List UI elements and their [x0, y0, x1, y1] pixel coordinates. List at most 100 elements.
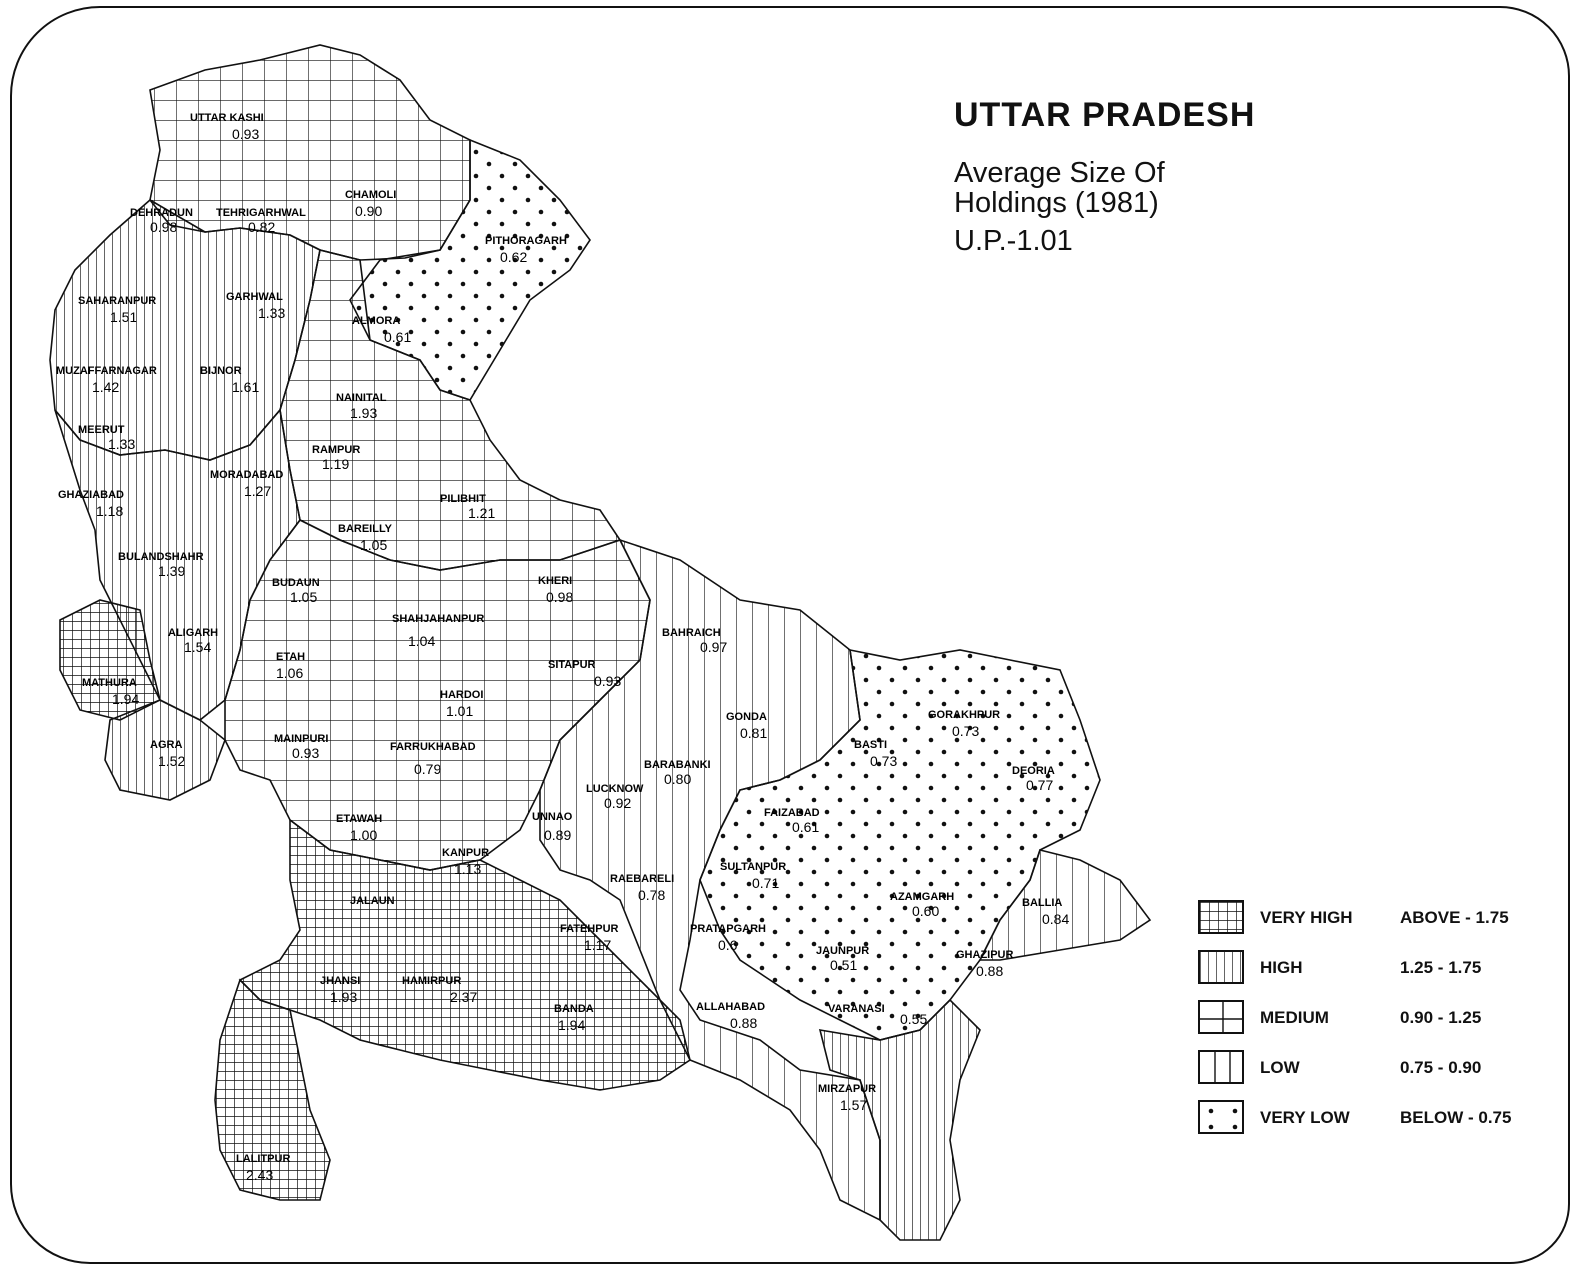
district-label: MAINPURI — [274, 733, 328, 745]
legend-swatch-low — [1198, 1050, 1244, 1084]
district-label: PILIBHIT — [440, 493, 486, 505]
district-label: FATEHPUR — [560, 923, 619, 935]
legend: VERY HIGH ABOVE - 1.75 HIGH 1.25 - 1.75 … — [1198, 900, 1558, 1150]
district-label: HARDOI — [440, 689, 483, 701]
district-label: BANDA — [554, 1003, 594, 1015]
legend-row-high: HIGH 1.25 - 1.75 — [1198, 950, 1558, 1000]
district-value: 0.88 — [976, 963, 1003, 979]
district-label: NAINITAL — [336, 392, 387, 404]
district-label: RAEBARELI — [610, 873, 674, 885]
district-value: 1.39 — [158, 563, 185, 579]
district-label: BAHRAICH — [662, 627, 721, 639]
district-label: VARANASI — [828, 1003, 885, 1015]
district-label: ALMORA — [352, 315, 400, 327]
legend-swatch-very-low — [1198, 1100, 1244, 1134]
legend-row-low: LOW 0.75 - 0.90 — [1198, 1050, 1558, 1100]
district-label: HAMIRPUR — [402, 975, 461, 987]
district-label: AZAMGARH — [890, 891, 954, 903]
district-value: 0.73 — [952, 723, 979, 739]
district-label: LUCKNOW — [586, 783, 644, 795]
legend-range: BELOW - 0.75 — [1400, 1108, 1512, 1127]
district-label: SITAPUR — [548, 659, 596, 671]
district-value: 0.60 — [912, 903, 939, 919]
district-label: MUZAFFARNAGAR — [56, 365, 157, 377]
map-subtitle-line2: Holdings (1981) — [954, 187, 1159, 219]
district-value: 1.94 — [558, 1017, 585, 1033]
district-value: 0.97 — [700, 639, 727, 655]
district-label: KHERI — [538, 575, 572, 587]
district-label: CHAMOLI — [345, 189, 396, 201]
district-label: GORAKHPUR — [928, 709, 1000, 721]
legend-range: 0.90 - 1.25 — [1400, 1008, 1482, 1027]
region-mirzapur — [818, 998, 981, 1241]
district-label: BUDAUN — [272, 577, 320, 589]
district-value: 1.51 — [110, 309, 137, 325]
district-value: 0.82 — [248, 219, 275, 235]
district-value: 1.54 — [184, 639, 211, 655]
district-label: BALLIA — [1022, 897, 1062, 909]
district-value: 0.71 — [752, 875, 779, 891]
district-value: 1.04 — [408, 633, 435, 649]
legend-swatch-very-high — [1198, 900, 1244, 934]
district-label: JAUNPUR — [816, 945, 869, 957]
district-label: JHANSI — [320, 975, 360, 987]
district-value: 0.73 — [870, 753, 897, 769]
district-value: 1.19 — [322, 456, 349, 472]
district-value: 0.61 — [384, 329, 411, 345]
legend-row-very-low: VERY LOW BELOW - 0.75 — [1198, 1100, 1558, 1150]
district-value: 0.78 — [638, 887, 665, 903]
district-value: 1.01 — [446, 703, 473, 719]
district-label: UNNAO — [532, 811, 573, 823]
district-label: ETAH — [276, 651, 305, 663]
district-value: 1.52 — [158, 753, 185, 769]
district-label: UTTAR KASHI — [190, 112, 264, 124]
district-value: 1.13 — [454, 861, 481, 877]
legend-class: VERY HIGH — [1260, 908, 1353, 927]
district-label: FAIZABAD — [764, 807, 820, 819]
district-value: 1.33 — [258, 305, 285, 321]
district-value: 0.84 — [1042, 911, 1069, 927]
district-value: 0.77 — [1026, 777, 1053, 793]
district-value: 0.6 — [718, 937, 738, 953]
map-frame — [10, 6, 1570, 1264]
district-label: SHAHJAHANPUR — [392, 613, 484, 625]
district-value: 0.98 — [150, 219, 177, 235]
legend-class: VERY LOW — [1260, 1108, 1350, 1127]
region-lalitpur — [214, 978, 331, 1201]
district-value: 0.62 — [500, 249, 527, 265]
legend-range: ABOVE - 1.75 — [1400, 908, 1509, 927]
district-label: GARHWAL — [226, 291, 283, 303]
district-value: 0.93 — [594, 673, 621, 689]
district-value: 0.98 — [546, 589, 573, 605]
district-label: ALLAHABAD — [696, 1001, 765, 1013]
district-value: 0.89 — [544, 827, 571, 843]
district-value: 0.51 — [830, 957, 857, 973]
district-label: FARRUKHABAD — [390, 741, 476, 753]
district-value: 0.93 — [292, 745, 319, 761]
district-label: DEHRADUN — [130, 207, 193, 219]
region-agra — [104, 699, 226, 801]
district-label: BIJNOR — [200, 365, 242, 377]
district-label: MATHURA — [82, 677, 137, 689]
district-value: 0.90 — [355, 203, 382, 219]
legend-row-very-high: VERY HIGH ABOVE - 1.75 — [1198, 900, 1558, 950]
district-value: 0.92 — [604, 795, 631, 811]
state-average: U.P.-1.01 — [954, 225, 1073, 257]
district-value: 0.80 — [664, 771, 691, 787]
district-label: RAMPUR — [312, 444, 360, 456]
district-value: 0.88 — [730, 1015, 757, 1031]
district-value: 0.93 — [232, 126, 259, 142]
legend-swatch-high — [1198, 950, 1244, 984]
district-value: 0.61 — [792, 819, 819, 835]
district-value: 1.17 — [584, 937, 611, 953]
district-label: MEERUT — [78, 424, 125, 436]
district-label: BAREILLY — [338, 523, 393, 535]
district-value: 1.42 — [92, 379, 119, 395]
district-label: TEHRIGARHWAL — [216, 207, 306, 219]
district-labels: UTTAR KASHI 0.93 CHAMOLI 0.90 DEHRADUN 0… — [56, 112, 1069, 1183]
district-label: BARABANKI — [644, 759, 711, 771]
district-label: DEORIA — [1012, 765, 1055, 777]
district-label: SULTANPUR — [720, 861, 786, 873]
legend-range: 1.25 - 1.75 — [1400, 958, 1482, 977]
district-label: GHAZIABAD — [58, 489, 124, 501]
